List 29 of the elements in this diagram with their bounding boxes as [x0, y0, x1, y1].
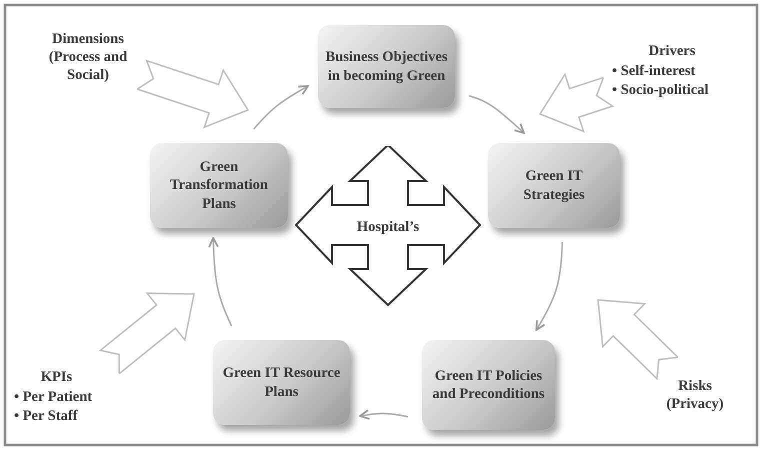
block-arrow	[98, 292, 195, 376]
process-box	[213, 340, 350, 425]
factor-label: Dimensions (Process and Social)	[48, 30, 128, 84]
box-label: Green Transformation Plans	[168, 158, 269, 213]
block-arrow	[538, 72, 614, 133]
bullet-item: • Per Staff	[14, 407, 79, 426]
box-label: Green IT Strategies	[522, 167, 586, 204]
arrow	[359, 409, 408, 420]
heading-text: KPIs	[40, 368, 72, 386]
arrow	[468, 95, 525, 134]
process-box	[150, 143, 288, 228]
arrow	[535, 242, 564, 331]
block-arrow	[136, 59, 250, 128]
process-box	[422, 340, 555, 430]
process-box	[488, 143, 620, 228]
arrow	[253, 85, 309, 130]
factor-label: Risks (Privacy)	[665, 376, 725, 414]
bullet-item: • Self-interest	[612, 62, 696, 82]
box-label: Green IT Policies and Preconditions	[431, 366, 546, 404]
arrow	[208, 237, 232, 326]
block-arrow	[597, 299, 680, 380]
process-box	[318, 25, 455, 108]
bullet-item: • Per Patient	[14, 388, 92, 408]
box-label: Business Objectives in becoming Green	[324, 48, 449, 85]
bullet-item: • Socio-political	[612, 81, 709, 100]
box-label: Green IT Resource Plans	[222, 364, 342, 401]
center-label: Hospital’s	[356, 218, 420, 236]
cross-shaped-hub	[295, 146, 481, 308]
heading-text: Drivers	[648, 42, 696, 60]
